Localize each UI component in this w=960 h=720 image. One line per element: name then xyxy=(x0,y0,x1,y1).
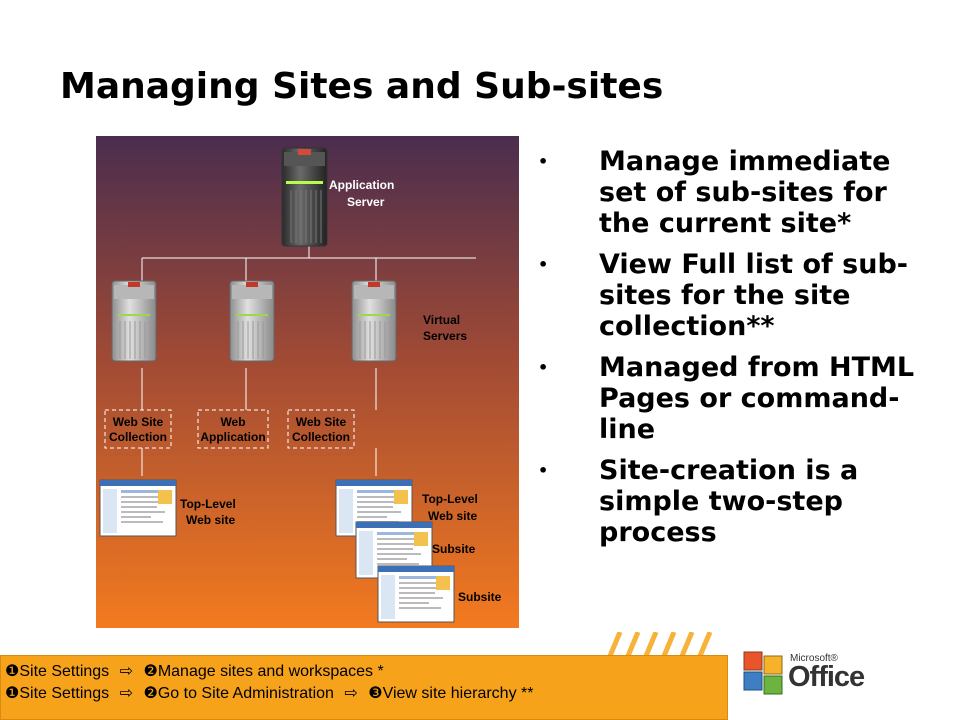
bullet-dot-icon: • xyxy=(538,255,549,274)
top-level-right-label-1: Top-Level xyxy=(422,492,478,506)
svg-text:Collection: Collection xyxy=(292,430,350,444)
top-level-site-thumbnail xyxy=(99,479,177,537)
bullet-text: Manage immediate set of sub-sites for th… xyxy=(599,146,891,239)
bullet-item: • Manage immediate set of sub-sites for t… xyxy=(538,146,943,239)
footnote-line: ❶Site Settings ⇨ ❷Manage sites and works… xyxy=(5,661,727,683)
slide-title: Managing Sites and Sub-sites xyxy=(60,66,664,107)
virtual-server-icon xyxy=(111,280,157,362)
bullet-text: View Full list of sub-sites for the site… xyxy=(599,249,908,342)
svg-text:Web Site: Web Site xyxy=(296,415,347,429)
navigation-footnote: ❶Site Settings ⇨ ❷Manage sites and works… xyxy=(0,655,728,720)
subsite-thumbnail xyxy=(377,565,455,623)
application-server-icon xyxy=(281,147,328,247)
footnote-step: ❷Manage sites and workspaces * xyxy=(143,663,384,680)
bullet-item: • Site-creation is a simple two-step proc… xyxy=(538,455,943,548)
subsite-label: Subsite xyxy=(458,590,502,604)
web-site-collection-box: Web Site Collection xyxy=(104,409,172,449)
footnote-step: ❸View site hierarchy ** xyxy=(368,685,534,702)
bullet-item: • View Full list of sub-sites for the sit… xyxy=(538,249,943,342)
svg-text:Collection: Collection xyxy=(109,430,167,444)
bullet-dot-icon: • xyxy=(538,358,549,377)
virtual-servers-label-2: Servers xyxy=(423,329,467,343)
decorative-stripes xyxy=(607,632,713,656)
virtual-server-icon xyxy=(229,280,275,362)
logo-product-text: Office xyxy=(788,661,865,693)
top-level-left-label-2: Web site xyxy=(186,513,235,527)
logo-brand-text: Microsoft® xyxy=(790,653,838,664)
bullet-dot-icon: • xyxy=(538,461,549,480)
arrow-icon: ⇨ xyxy=(119,663,134,680)
bullet-list: • Manage immediate set of sub-sites for t… xyxy=(538,146,943,558)
svg-text:Web: Web xyxy=(220,415,245,429)
arrow-icon: ⇨ xyxy=(344,685,358,702)
office-logo-icon xyxy=(743,651,783,695)
architecture-diagram: Application Server Virtual Servers Web S… xyxy=(96,136,519,628)
microsoft-office-logo: Microsoft® Office xyxy=(742,648,872,695)
top-level-right-label-2: Web site xyxy=(428,509,477,523)
footnote-step: ❶Site Settings xyxy=(5,663,110,680)
virtual-server-icon xyxy=(351,280,397,362)
footnote-line: ❶Site Settings ⇨ ❷Go to Site Administrat… xyxy=(5,683,727,705)
top-level-left-label-1: Top-Level xyxy=(180,497,236,511)
bullet-text: Managed from HTML Pages or command-line xyxy=(599,352,915,445)
app-server-label-2: Server xyxy=(347,195,385,209)
svg-text:Application: Application xyxy=(200,430,265,444)
footnote-step: ❶Site Settings xyxy=(5,685,110,702)
app-server-label-1: Application xyxy=(329,178,394,192)
svg-text:Web Site: Web Site xyxy=(113,415,164,429)
footnote-step: ❷Go to Site Administration xyxy=(143,685,334,702)
arrow-icon: ⇨ xyxy=(119,685,134,702)
bullet-text: Site-creation is a simple two-step proce… xyxy=(599,455,859,548)
bullet-item: • Managed from HTML Pages or command-line xyxy=(538,352,943,445)
web-site-collection-box: Web Site Collection xyxy=(287,409,355,449)
bullet-dot-icon: • xyxy=(538,152,549,171)
virtual-servers-label-1: Virtual xyxy=(423,313,460,327)
connector-lines xyxy=(141,246,476,476)
web-application-box: Web Application xyxy=(197,409,269,449)
subsite-label: Subsite xyxy=(432,542,476,556)
